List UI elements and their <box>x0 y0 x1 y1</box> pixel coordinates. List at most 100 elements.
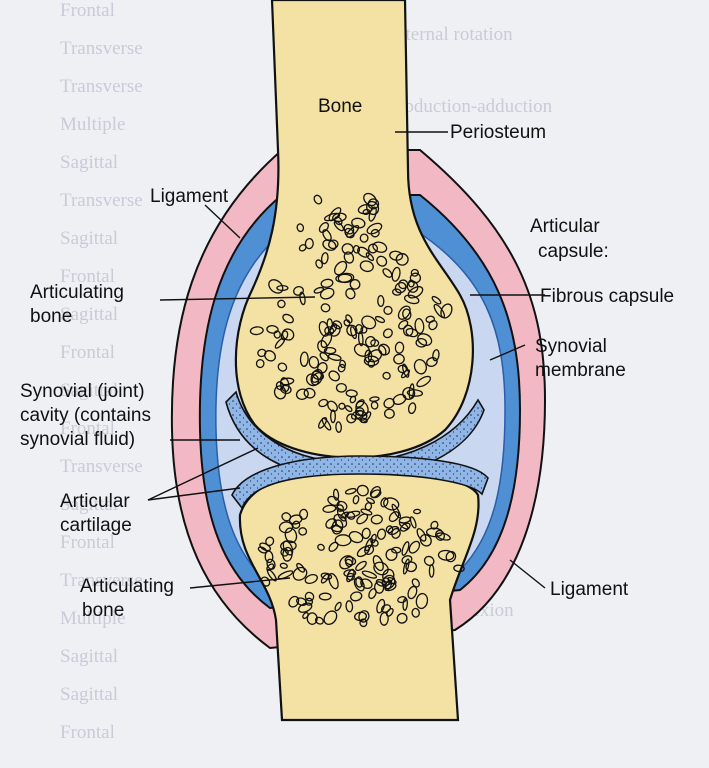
trabecula <box>280 384 292 395</box>
upper-cartilage-stipple <box>226 392 484 478</box>
spongy-bone-upper <box>249 192 453 433</box>
trabecula <box>288 595 300 608</box>
background-text-left-column: FrontalTransverseTransverseMultipleSagit… <box>60 0 143 743</box>
trabecula <box>410 268 419 277</box>
label-synovial-cavity-1: Synovial (joint) <box>20 381 145 402</box>
background-word: Transverse <box>60 190 143 211</box>
trabecula <box>370 339 380 347</box>
trabecula <box>411 607 420 618</box>
trabecula <box>319 352 329 362</box>
trabecula <box>383 397 395 409</box>
trabecula <box>373 561 389 576</box>
trabecula <box>306 612 318 625</box>
trabecula <box>391 288 402 296</box>
trabecula <box>380 497 389 508</box>
trabecula <box>304 573 318 585</box>
background-word: Frontal <box>60 266 115 287</box>
trabecula <box>375 578 386 587</box>
trabecula <box>389 250 404 261</box>
trabecula <box>360 411 372 424</box>
trabecula <box>378 345 387 356</box>
trabecula <box>359 260 374 273</box>
label-articular-cartilage-1: Articular <box>60 491 130 512</box>
trabecula <box>395 253 409 266</box>
trabecula <box>397 305 411 320</box>
trabecula <box>351 217 366 229</box>
trabecula <box>374 315 386 324</box>
trabecula <box>399 522 411 532</box>
label-synovial-membrane-2: membrane <box>535 360 626 381</box>
trabecula <box>334 260 348 276</box>
trabecula <box>344 227 355 239</box>
trabecula <box>428 564 435 578</box>
trabecula <box>318 417 328 429</box>
trabecula <box>411 578 420 588</box>
trabecula <box>266 568 277 582</box>
trabecula <box>277 570 294 580</box>
trabecula <box>407 585 418 600</box>
background-word: Transverse <box>60 456 143 477</box>
trabecula <box>356 545 371 558</box>
trabecula <box>335 273 353 283</box>
trabecula <box>327 495 340 506</box>
trabecula <box>376 598 386 614</box>
trabecula <box>328 572 339 590</box>
trabecula <box>371 539 379 547</box>
trabecula <box>361 570 378 579</box>
trabecula <box>320 252 329 265</box>
label-articulating-bone-top-2: bone <box>30 306 72 327</box>
trabecula <box>313 286 325 294</box>
trabecula <box>402 386 416 401</box>
trabecula <box>328 370 340 382</box>
trabecula <box>328 207 342 222</box>
trabecula <box>391 527 401 539</box>
trabecula <box>354 323 364 335</box>
label-fibrous-capsule: Fibrous capsule <box>540 286 674 307</box>
trabecula <box>345 288 356 300</box>
trabecula <box>415 592 429 610</box>
trabecula <box>365 252 375 262</box>
trabecula <box>374 581 385 594</box>
trabecula <box>407 402 417 415</box>
trabecula <box>344 487 357 495</box>
trabecula <box>398 521 409 530</box>
trabecula <box>394 341 405 354</box>
trabecula <box>350 409 364 420</box>
trabecula <box>376 255 388 267</box>
trabecula <box>388 511 400 523</box>
trabecula <box>268 279 284 294</box>
trabecula <box>277 299 286 309</box>
trabecula <box>273 385 287 400</box>
trabecula <box>321 417 332 431</box>
trabecula <box>357 246 370 258</box>
trabecula <box>402 308 412 321</box>
trabecula <box>385 548 398 561</box>
trabecula <box>364 336 376 348</box>
trabecula <box>361 527 371 540</box>
label-synovial-cavity-2: cavity (contains <box>20 405 151 426</box>
trabecula <box>277 362 288 372</box>
trabecula <box>358 610 370 623</box>
trabecula <box>281 328 295 341</box>
trabecula <box>320 303 331 313</box>
trabecula <box>320 572 333 580</box>
trabecula <box>361 315 377 330</box>
trabecula <box>298 602 313 613</box>
trabecula <box>296 223 305 233</box>
trabecula <box>349 395 357 404</box>
trabecula <box>346 568 355 583</box>
trabecula <box>352 495 360 505</box>
trabecula <box>362 208 371 216</box>
trabecula <box>353 343 371 357</box>
background-word: Sagittal <box>60 646 118 667</box>
trabecula <box>319 287 335 300</box>
background-word: Sagittal <box>60 380 118 401</box>
trabecula <box>406 280 419 293</box>
trabecula <box>345 600 354 613</box>
label-synovial-membrane-1: Synovial <box>535 336 607 357</box>
trabecula <box>325 518 337 529</box>
label-ligament-bottom: Ligament <box>550 579 629 600</box>
trabecula <box>299 351 309 367</box>
trabecula <box>383 497 400 511</box>
